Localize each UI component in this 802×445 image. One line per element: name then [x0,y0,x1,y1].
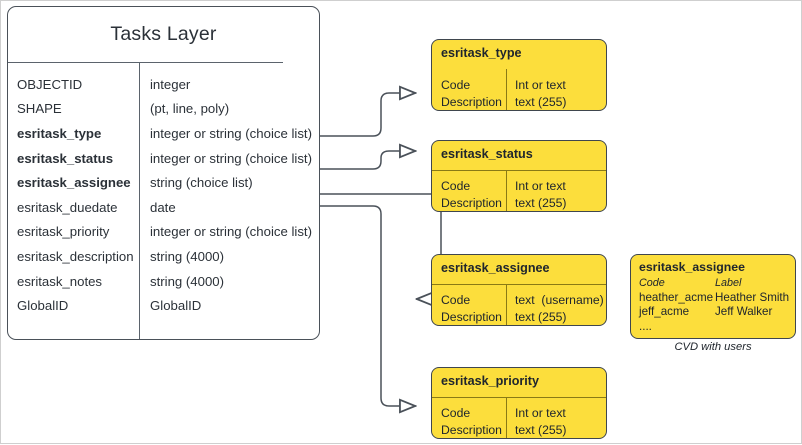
field-name: esritask_status [17,150,114,166]
domain-box-esritask-type: esritask_type Code Description Int or te… [431,39,607,111]
connector-priority [320,205,416,406]
field-row: esritask_duedate date [8,195,319,220]
field-row: SHAPE (pt, line, poly) [8,97,319,122]
cvd-caption: CVD with users [674,341,752,353]
field-type: string (4000) [150,273,225,289]
domain-title: esritask_type [441,46,522,60]
cvd-header-row: Code Label [639,276,791,291]
domain-box-esritask-status: esritask_status Code Description Int or … [431,140,607,212]
cvd-title: esritask_assignee [639,260,745,274]
field-row: esritask_assignee string (choice list) [8,170,319,195]
cvd-code: heather_acme [639,290,714,304]
field-name: SHAPE [17,101,62,117]
field-type: (pt, line, poly) [150,101,230,117]
cvd-row: jeff_acme Jeff Walker [639,305,791,320]
field-row: OBJECTID integer [8,72,319,97]
domain-column-divider [506,397,507,438]
domain-field-names: Code Description [441,179,502,210]
domain-field-types: Int or text text (255) [515,406,567,437]
field-name: esritask_assignee [17,175,131,191]
field-name: esritask_priority [17,224,110,240]
domain-title-divider [432,397,606,398]
domain-field-names: Code Description [441,78,502,109]
field-type: integer [150,76,191,92]
field-row: esritask_notes string (4000) [8,269,319,294]
title-divider [8,62,283,63]
field-name: OBJECTID [17,76,83,92]
field-name: esritask_description [17,248,134,264]
field-name: GlobalID [17,298,69,314]
field-type: date [150,199,176,215]
cvd-header-label: Label [715,277,742,289]
cvd-label: Jeff Walker [715,305,773,319]
domain-title-divider [432,284,606,285]
domain-title: esritask_status [441,147,533,161]
domain-field-types: Int or text text (255) [515,179,567,210]
field-type: integer or string (choice list) [150,125,312,141]
domain-field-types: Int or text text (255) [515,78,567,109]
domain-title: esritask_priority [441,374,540,388]
field-type: integer or string (choice list) [150,224,312,240]
connector-type [320,93,416,137]
cvd-code: jeff_acme [639,305,690,319]
cvd-label: Heather Smith [715,290,790,304]
domain-column-divider [506,69,507,110]
cvd-header-code: Code [639,277,665,289]
field-row: GlobalID GlobalID [8,293,319,318]
domain-column-divider [506,170,507,211]
field-type: string (4000) [150,248,225,264]
page-title: Tasks Layer [110,23,217,45]
field-name: esritask_type [17,125,102,141]
domain-title: esritask_assignee [441,261,550,275]
cvd-row: .... [639,320,791,335]
field-name: esritask_notes [17,273,103,289]
field-type: integer or string (choice list) [150,150,312,166]
domain-column-divider [506,284,507,325]
domain-box-esritask-assignee: esritask_assignee Code Description text … [431,254,607,326]
domain-field-types: text (username) text (255) [515,293,604,324]
column-divider [139,62,140,339]
domain-field-names: Code Description [441,293,502,324]
cvd-code: .... [639,319,652,333]
field-row: esritask_type integer or string (choice l… [8,121,319,146]
field-row: esritask_status integer or string (choice… [8,146,319,171]
field-row: esritask_priority integer or string (choi… [8,220,319,245]
connector-status [320,151,416,170]
field-type: string (choice list) [150,175,253,191]
field-name: esritask_duedate [17,199,118,215]
domain-box-esritask-priority: esritask_priority Code Description Int o… [431,367,607,439]
field-type: GlobalID [150,298,202,314]
domain-title-divider [432,170,606,171]
field-row: esritask_description string (4000) [8,244,319,269]
domain-field-names: Code Description [441,406,502,437]
